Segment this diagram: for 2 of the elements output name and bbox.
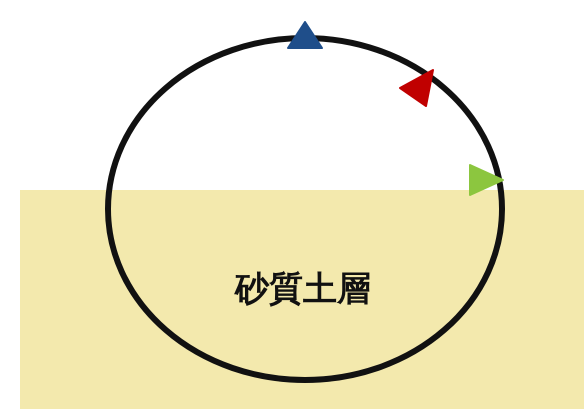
layer-label: 砂質土層 [235,268,371,311]
soil-layer-band [20,190,584,409]
